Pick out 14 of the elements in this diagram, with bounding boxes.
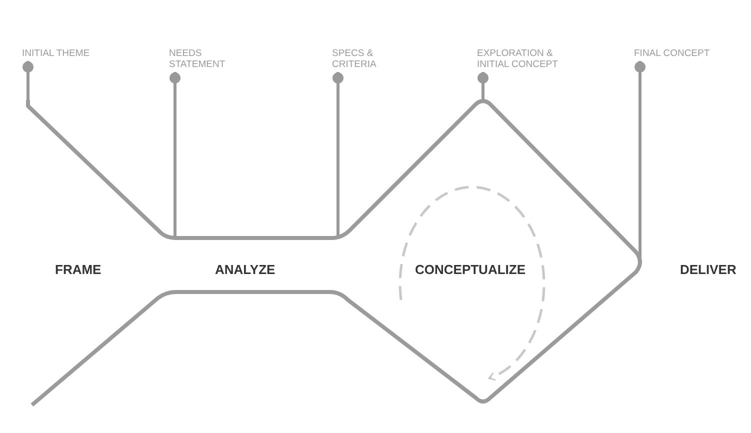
milestone-label: INITIAL THEME (22, 48, 102, 59)
pin-leader-line (332, 72, 344, 236)
phase-label: DELIVER (680, 262, 736, 277)
pin-leader-line (170, 72, 180, 236)
pin-leader-line (634, 61, 646, 258)
phase-label: CONCEPTUALIZE (415, 262, 526, 277)
pin-leader-line (22, 61, 34, 100)
milestone-label: SPECS & CRITERIA (332, 48, 412, 70)
phase-label: FRAME (55, 262, 102, 277)
milestone-label: EXPLORATION & INITIAL CONCEPT (477, 48, 587, 70)
phase-label: ANALYZE (215, 262, 276, 277)
pin-leader-line (478, 72, 488, 100)
milestone-label: FINAL CONCEPT (634, 48, 714, 59)
milestone-label: NEEDS STATEMENT (169, 48, 249, 70)
